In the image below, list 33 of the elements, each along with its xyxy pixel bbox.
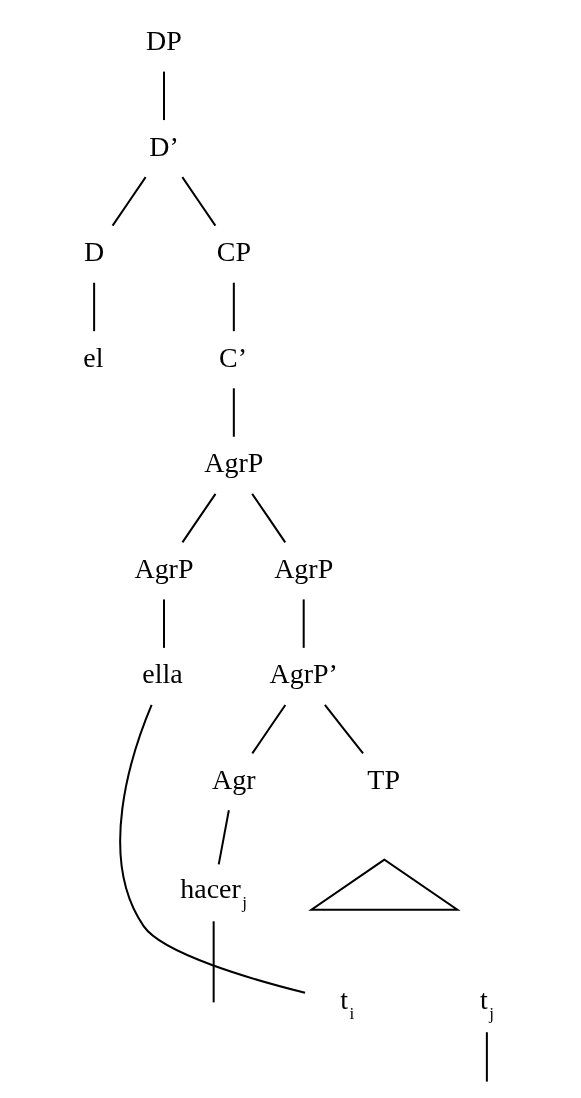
node-text: D [84, 236, 105, 268]
connector [485, 1032, 488, 1082]
node-text: AgrP [134, 552, 194, 584]
connector [217, 810, 230, 865]
node-text: t$_{i}$ [340, 984, 355, 1023]
node-text: t$_{j}$ [479, 984, 494, 1023]
connector [181, 493, 217, 543]
connector [212, 921, 215, 1003]
connector [181, 176, 217, 227]
node-text: C’ [219, 341, 248, 373]
connector [232, 282, 235, 332]
connector [93, 282, 96, 332]
node-text: DP [146, 24, 182, 56]
connector [162, 599, 165, 648]
connector [232, 388, 235, 437]
connector [251, 493, 287, 543]
node-text: TP [367, 763, 400, 795]
node-triangle [308, 858, 461, 911]
node-text: D’ [149, 130, 179, 162]
node-text: CP [216, 236, 251, 268]
connector [162, 71, 165, 121]
node-text: ella [142, 658, 183, 690]
node-text: AgrP [274, 552, 334, 584]
connector [119, 704, 306, 994]
node-text: AgrP’ [269, 658, 338, 690]
node-text: AgrP [204, 447, 264, 479]
node-text: Agr [212, 763, 256, 795]
connector [302, 599, 305, 648]
connector [324, 704, 364, 755]
connector [251, 704, 287, 754]
node-text: hacer$_{j}$ [180, 873, 248, 912]
connector [111, 176, 147, 227]
node-text: el [83, 341, 104, 373]
